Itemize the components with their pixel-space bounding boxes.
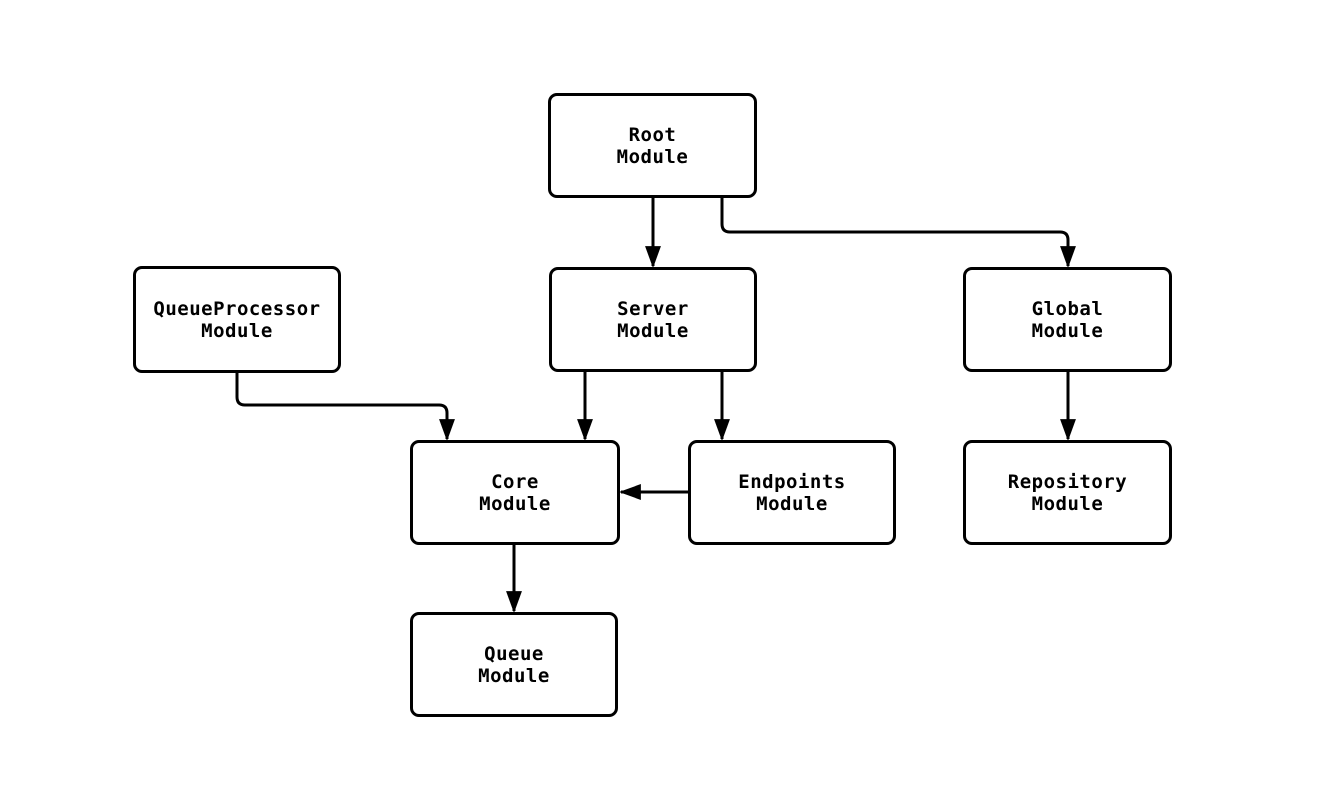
node-label-line: Core	[491, 470, 539, 493]
node-label-line: Module	[756, 492, 828, 515]
node-label-line: Server	[617, 297, 689, 320]
node-repository-module: Repository Module	[963, 440, 1172, 545]
node-server-module: Server Module	[549, 267, 757, 372]
node-label-line: QueueProcessor	[153, 297, 321, 320]
node-label-line: Root	[628, 123, 677, 146]
edge-root-to-global	[720, 198, 1076, 268]
node-label-line: Global	[1031, 297, 1104, 320]
node-label-line: Endpoints	[738, 470, 846, 493]
node-label-line: Module	[478, 664, 550, 687]
node-queueprocessor-module: QueueProcessor Module	[133, 266, 341, 373]
node-label-line: Module	[201, 319, 273, 342]
node-global-module: Global Module	[963, 267, 1172, 372]
node-label-line: Module	[617, 319, 689, 342]
node-label-line: Repository	[1007, 470, 1128, 493]
node-queue-module: Queue Module	[410, 612, 618, 717]
node-core-module: Core Module	[410, 440, 620, 545]
node-label-line: Module	[1031, 492, 1104, 515]
node-label-line: Module	[1031, 319, 1104, 342]
node-label-line: Queue	[484, 642, 544, 665]
node-label-line: Module	[616, 145, 689, 168]
node-label-line: Module	[479, 492, 551, 515]
node-root-module: Root Module	[548, 93, 757, 198]
edge-queueprocessor-to-core	[235, 372, 455, 441]
node-endpoints-module: Endpoints Module	[688, 440, 896, 545]
